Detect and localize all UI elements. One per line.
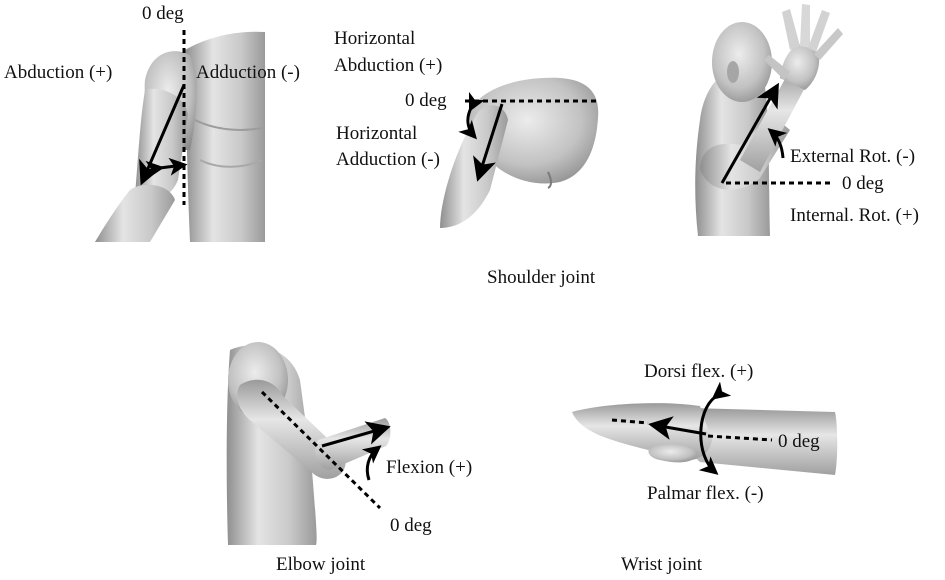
wrist-joint-caption: Wrist joint [621, 554, 703, 575]
shoulder-abduction-label: Abduction (+) [4, 62, 113, 83]
horizontal-adduction-label-line1: Horizontal [336, 123, 418, 144]
wrist-reference-line-hand [611, 418, 649, 425]
shoulder-horizontal-angle-arrow [458, 91, 486, 140]
internal-rotation-label: Internal. Rot. (+) [790, 205, 919, 226]
shoulder-rotation-angle-arrow [767, 128, 788, 159]
shoulder-joint-caption: Shoulder joint [487, 267, 596, 288]
elbow-illustration [226, 342, 391, 545]
shoulder-adduction-label: Adduction (-) [196, 62, 300, 83]
external-rotation-label: External Rot. (-) [790, 146, 916, 167]
horizontal-adduction-label-line2: Adduction (-) [336, 149, 440, 170]
wrist-angle-arrow [698, 381, 732, 475]
elbow-joint-caption: Elbow joint [276, 554, 366, 575]
shoulder-abduction-angle-arrow [145, 157, 188, 179]
shoulder-rotation-illustration [695, 4, 843, 236]
shoulder-horizontal-illustration [440, 77, 599, 228]
elbow-zero-label: 0 deg [390, 515, 432, 536]
wrist-zero-label: 0 deg [778, 431, 820, 452]
shoulder-horizontal-arm-arrow [473, 103, 504, 182]
rotation-zero-label: 0 deg [842, 173, 884, 194]
shoulder-abduction-zero-label: 0 deg [142, 3, 184, 24]
shoulder-abduction-illustration [95, 30, 265, 243]
dorsi-flexion-label: Dorsi flex. (+) [644, 361, 754, 382]
shoulder-rotation-arm-arrow [720, 82, 779, 184]
palmar-flexion-label: Palmar flex. (-) [647, 483, 764, 504]
elbow-reference-line [260, 390, 382, 510]
wrist-hand-arrow [648, 416, 707, 440]
horizontal-abduction-label-line1: Horizontal [334, 28, 416, 49]
horizontal-zero-label: 0 deg [405, 90, 447, 111]
horizontal-abduction-label-line2: Abduction (+) [334, 55, 443, 76]
wrist-illustration [572, 381, 838, 475]
elbow-forearm-arrow [321, 421, 391, 448]
elbow-angle-arrow [361, 445, 382, 481]
elbow-flexion-label: Flexion (+) [386, 457, 473, 478]
